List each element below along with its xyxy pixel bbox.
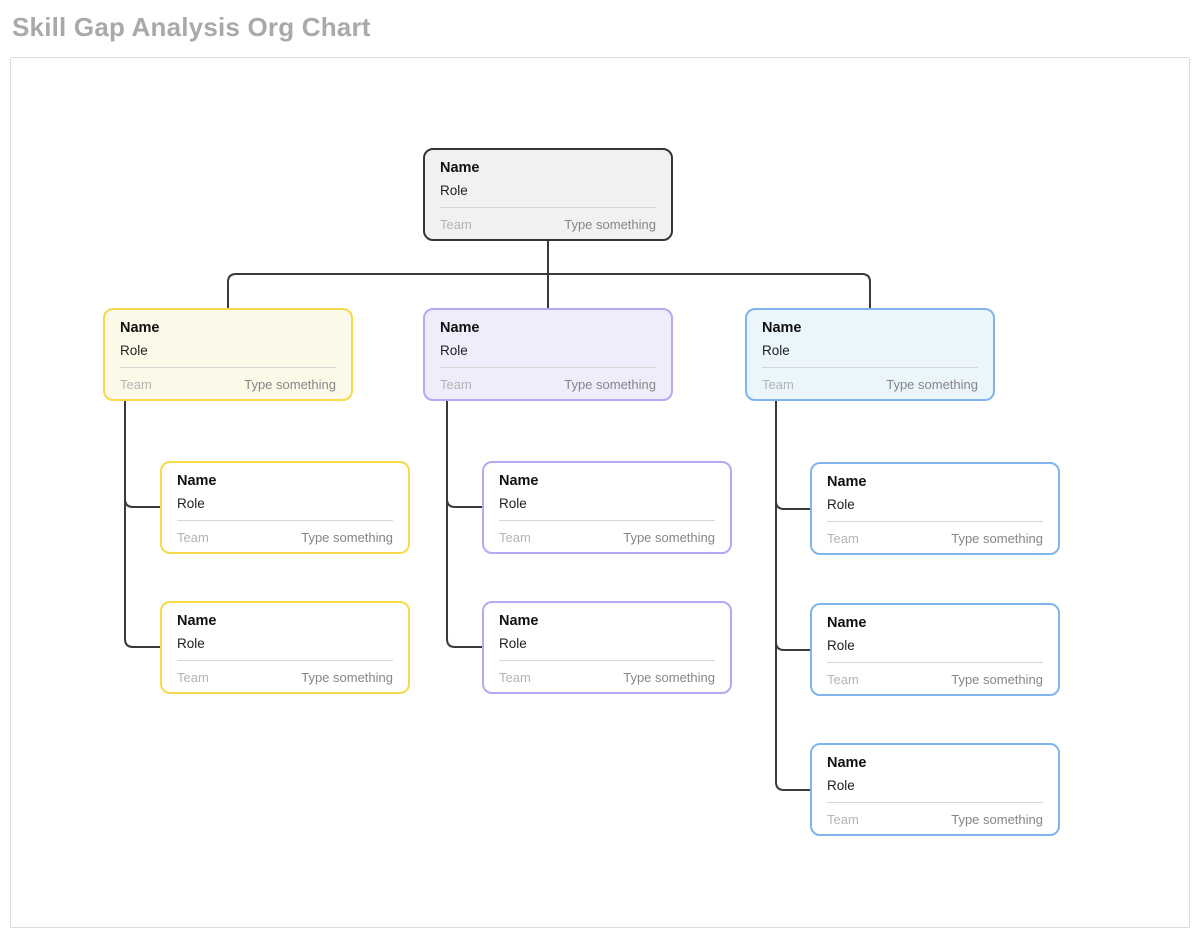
node-team-field[interactable]: Team: [827, 672, 859, 688]
org-node-purple-parent[interactable]: Name Role Team Type something: [423, 308, 673, 401]
node-role-field[interactable]: Role: [827, 497, 855, 513]
node-role-field[interactable]: Role: [827, 778, 855, 794]
node-team-field[interactable]: Team: [177, 530, 209, 546]
node-team-field[interactable]: Team: [827, 812, 859, 828]
node-divider: [827, 521, 1043, 523]
node-value-field[interactable]: Type something: [564, 377, 656, 393]
org-node-blue-child-1[interactable]: Name Role Team Type something: [810, 462, 1060, 555]
node-divider: [499, 660, 715, 662]
node-team-field[interactable]: Team: [827, 531, 859, 547]
node-value-field[interactable]: Type something: [301, 530, 393, 546]
node-value-field[interactable]: Type something: [301, 670, 393, 686]
org-node-root[interactable]: Name Role Team Type something: [423, 148, 673, 241]
node-name-field[interactable]: Name: [177, 473, 217, 489]
node-team-field[interactable]: Team: [177, 670, 209, 686]
node-role-field[interactable]: Role: [440, 343, 468, 359]
node-team-field[interactable]: Team: [120, 377, 152, 393]
node-value-field[interactable]: Type something: [623, 670, 715, 686]
org-node-blue-child-3[interactable]: Name Role Team Type something: [810, 743, 1060, 836]
node-value-field[interactable]: Type something: [244, 377, 336, 393]
node-name-field[interactable]: Name: [499, 473, 539, 489]
node-value-field[interactable]: Type something: [951, 812, 1043, 828]
node-team-field[interactable]: Team: [499, 670, 531, 686]
node-role-field[interactable]: Role: [177, 636, 205, 652]
node-value-field[interactable]: Type something: [886, 377, 978, 393]
node-team-field[interactable]: Team: [499, 530, 531, 546]
node-name-field[interactable]: Name: [762, 320, 802, 336]
node-role-field[interactable]: Role: [762, 343, 790, 359]
node-name-field[interactable]: Name: [177, 613, 217, 629]
node-name-field[interactable]: Name: [440, 160, 480, 176]
node-divider: [827, 662, 1043, 664]
node-divider: [827, 802, 1043, 804]
org-node-yellow-child-1[interactable]: Name Role Team Type something: [160, 461, 410, 554]
node-divider: [499, 520, 715, 522]
node-role-field[interactable]: Role: [499, 636, 527, 652]
node-value-field[interactable]: Type something: [951, 531, 1043, 547]
node-name-field[interactable]: Name: [827, 474, 867, 490]
org-node-yellow-parent[interactable]: Name Role Team Type something: [103, 308, 353, 401]
org-node-yellow-child-2[interactable]: Name Role Team Type something: [160, 601, 410, 694]
node-value-field[interactable]: Type something: [951, 672, 1043, 688]
node-role-field[interactable]: Role: [440, 183, 468, 199]
org-node-blue-parent[interactable]: Name Role Team Type something: [745, 308, 995, 401]
org-node-purple-child-1[interactable]: Name Role Team Type something: [482, 461, 732, 554]
node-value-field[interactable]: Type something: [564, 217, 656, 233]
org-node-purple-child-2[interactable]: Name Role Team Type something: [482, 601, 732, 694]
node-team-field[interactable]: Team: [440, 217, 472, 233]
page-title: Skill Gap Analysis Org Chart: [12, 12, 371, 42]
node-team-field[interactable]: Team: [440, 377, 472, 393]
node-divider: [120, 367, 336, 369]
node-divider: [440, 207, 656, 209]
node-name-field[interactable]: Name: [827, 615, 867, 631]
node-team-field[interactable]: Team: [762, 377, 794, 393]
node-role-field[interactable]: Role: [827, 638, 855, 654]
node-value-field[interactable]: Type something: [623, 530, 715, 546]
org-node-blue-child-2[interactable]: Name Role Team Type something: [810, 603, 1060, 696]
node-role-field[interactable]: Role: [177, 496, 205, 512]
node-name-field[interactable]: Name: [499, 613, 539, 629]
node-name-field[interactable]: Name: [120, 320, 160, 336]
node-name-field[interactable]: Name: [440, 320, 480, 336]
node-role-field[interactable]: Role: [120, 343, 148, 359]
node-divider: [177, 520, 393, 522]
node-divider: [177, 660, 393, 662]
node-role-field[interactable]: Role: [499, 496, 527, 512]
node-divider: [762, 367, 978, 369]
node-name-field[interactable]: Name: [827, 755, 867, 771]
node-divider: [440, 367, 656, 369]
